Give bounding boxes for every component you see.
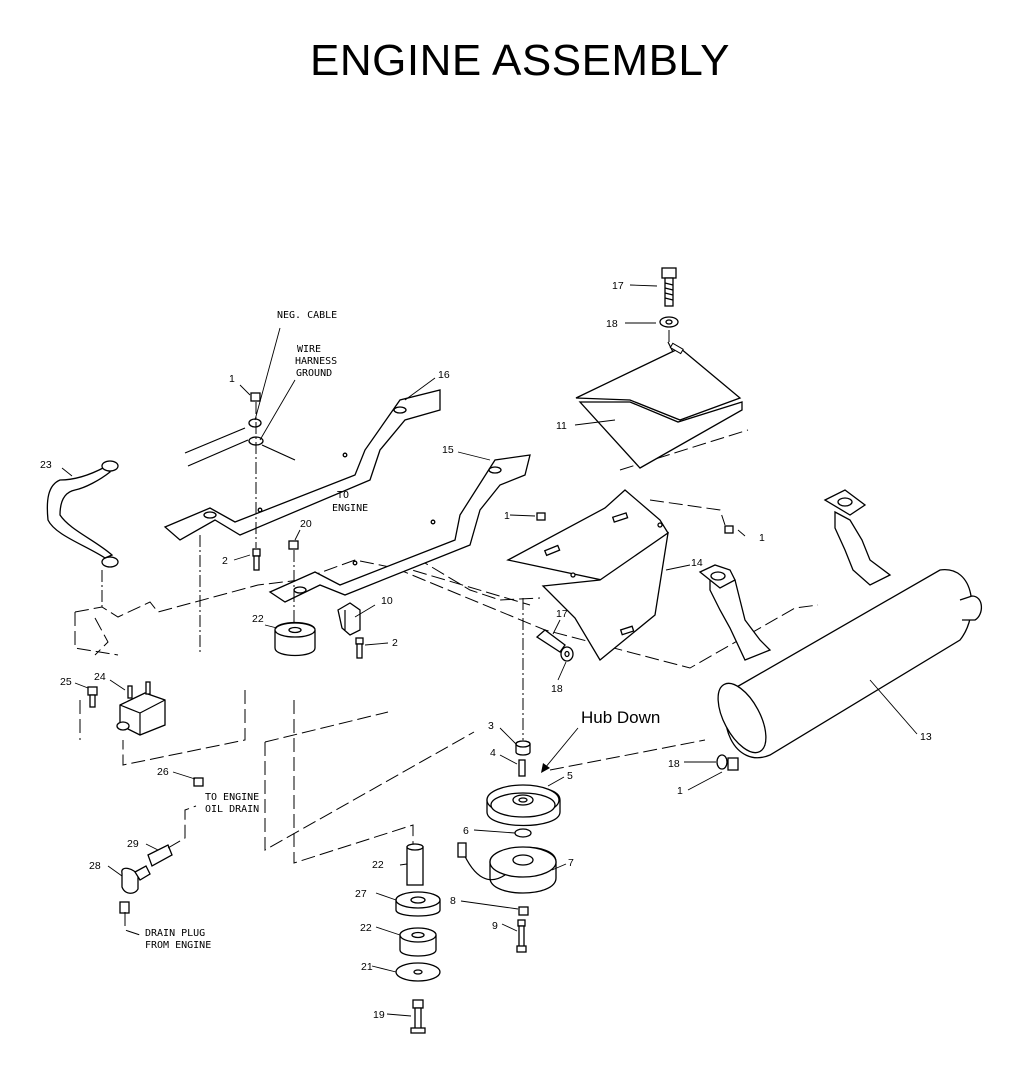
leader-lines — [61, 284, 918, 1017]
part-number-28: 28 — [89, 860, 101, 872]
nut-20 — [288, 540, 299, 630]
part-number-29: 29 — [127, 838, 139, 850]
battery-cable-23 — [46, 460, 119, 608]
label-harness: HARNESS — [295, 356, 337, 367]
drain-plug — [119, 901, 141, 936]
label-neg-cable: NEG. CABLE — [277, 310, 337, 321]
nut-1-top — [199, 392, 261, 655]
label-to: TO — [337, 490, 349, 501]
clutch-stack — [457, 598, 561, 953]
part-number-16: 16 — [438, 369, 450, 381]
label-to-engine: TO ENGINE — [205, 792, 259, 803]
part-number-22: 22 — [252, 613, 264, 625]
part-number-6: 6 — [463, 825, 469, 837]
part-number-25: 25 — [60, 676, 72, 688]
part-number-11: 11 — [556, 420, 567, 432]
part-number-14: 14 — [691, 557, 703, 569]
label-hub-down: Hub Down — [581, 708, 660, 727]
part-number-18: 18 — [668, 758, 680, 770]
part-number-15: 15 — [442, 444, 454, 456]
engine-guard-14 — [506, 489, 734, 661]
part-number-22: 22 — [372, 859, 384, 871]
part-number-17: 17 — [556, 608, 568, 620]
part-number-18: 18 — [551, 683, 563, 695]
drain-hose-29 — [147, 805, 197, 867]
part-number-1: 1 — [229, 373, 235, 385]
part-number-18: 18 — [606, 318, 618, 330]
part-number-23: 23 — [40, 459, 52, 471]
part-number-21: 21 — [361, 961, 373, 973]
part-number-5: 5 — [567, 770, 573, 782]
part-number-17: 17 — [612, 280, 624, 292]
mount-stack — [395, 843, 441, 1034]
label-wire: WIRE — [297, 344, 321, 355]
nut-26 — [193, 777, 204, 787]
label-engine: ENGINE — [332, 503, 368, 514]
label-from-engine: FROM ENGINE — [145, 940, 211, 951]
bolt-17-top — [659, 267, 679, 345]
part-number-20: 20 — [300, 518, 312, 530]
heat-shield — [575, 341, 743, 469]
part-number-1: 1 — [677, 785, 683, 797]
drain-fitting-28 — [121, 865, 151, 894]
engine-bracket-15 — [268, 454, 531, 603]
neg-cable — [184, 327, 296, 467]
part-number-1: 1 — [504, 510, 510, 522]
solenoid-24 — [87, 681, 166, 736]
part-number-3: 3 — [488, 720, 494, 732]
part-numbers: 17 18 11 1 16 23 15 1 1 14 20 2 10 2 22 … — [40, 280, 932, 1021]
rubber-mount-22-upper — [274, 621, 316, 657]
part-number-7: 7 — [568, 857, 574, 869]
callouts: NEG. CABLE WIRE HARNESS GROUND TO ENGINE… — [145, 310, 660, 951]
part-number-10: 10 — [381, 595, 393, 607]
part-number-13: 13 — [920, 731, 932, 743]
part-number-8: 8 — [450, 895, 456, 907]
part-number-9: 9 — [492, 920, 498, 932]
part-number-2: 2 — [222, 555, 228, 567]
engine-bracket-16 — [163, 389, 441, 541]
part-number-24: 24 — [94, 671, 106, 683]
part-number-27: 27 — [355, 888, 367, 900]
label-drain-plug: DRAIN PLUG — [145, 928, 205, 939]
page-title: ENGINE ASSEMBLY — [310, 36, 730, 85]
label-ground: GROUND — [296, 368, 332, 379]
bracket-10 — [337, 602, 364, 659]
muffler-13 — [698, 489, 983, 771]
label-oil-drain: OIL DRAIN — [205, 804, 259, 815]
part-number-1: 1 — [759, 532, 765, 544]
bolt-17-mid — [535, 629, 574, 662]
part-number-4: 4 — [490, 747, 496, 759]
part-number-22: 22 — [360, 922, 372, 934]
part-number-26: 26 — [157, 766, 169, 778]
part-number-19: 19 — [373, 1009, 385, 1021]
part-number-2: 2 — [392, 637, 398, 649]
